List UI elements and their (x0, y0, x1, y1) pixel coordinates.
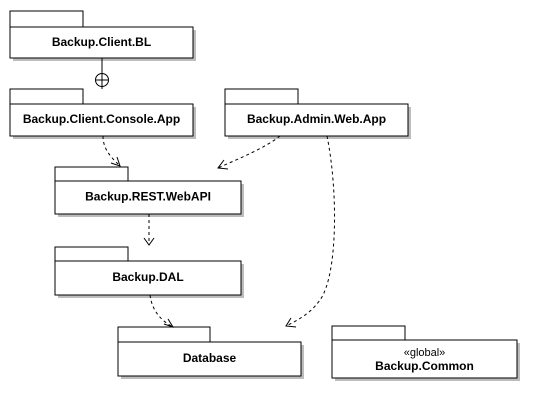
package-label: Backup.DAL (112, 270, 183, 284)
dependency-dal-to-database (149, 294, 175, 328)
package-label: Backup.Client.Console.App (23, 112, 180, 126)
dependency-webapi-to-dal (143, 214, 155, 246)
package-label: Backup.Client.BL (52, 35, 151, 49)
package-client-console-app[interactable]: Backup.Client.Console.App (9, 88, 196, 139)
dependency-admin-to-webapi (217, 135, 281, 170)
package-database[interactable]: Database (117, 326, 304, 379)
containment-relation (95, 58, 109, 89)
package-client-bl[interactable]: Backup.Client.BL (9, 10, 196, 61)
package-dal[interactable]: Backup.DAL (54, 246, 244, 298)
package-rest-webapi[interactable]: Backup.REST.WebAPI (54, 166, 244, 217)
package-label: Backup.Common (375, 359, 474, 373)
package-admin-web-app[interactable]: Backup.Admin.Web.App (224, 88, 411, 139)
package-label: Database (183, 351, 237, 365)
dependency-admin-to-database (285, 135, 336, 328)
package-backup-common[interactable]: «global» Backup.Common (331, 325, 520, 381)
package-label: Backup.REST.WebAPI (85, 190, 211, 204)
package-label: Backup.Admin.Web.App (247, 112, 386, 126)
dependency-console-to-webapi (102, 135, 121, 167)
package-stereotype: «global» (404, 347, 446, 359)
